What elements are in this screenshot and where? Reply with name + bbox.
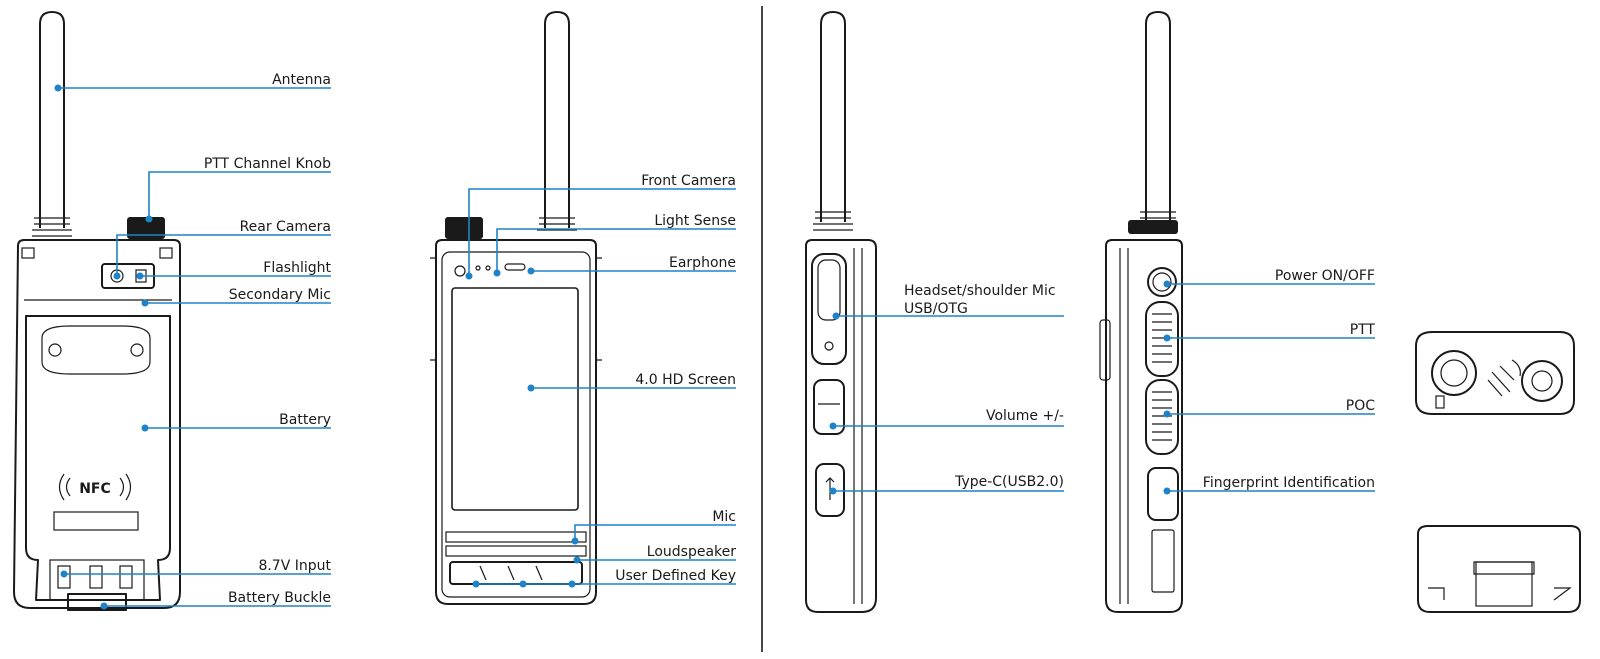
callout-loudspeaker: Loudspeaker — [573, 544, 736, 564]
label-battery: Battery — [279, 412, 331, 428]
device-back-view: NFC — [13, 11, 181, 611]
label-front-camera: Front Camera — [641, 173, 736, 189]
label-ptt: PTT — [1350, 322, 1376, 338]
label-fingerprint: Fingerprint Identification — [1203, 475, 1375, 491]
label-flashlight: Flashlight — [263, 260, 331, 276]
callout-front-camera: Front Camera — [465, 173, 736, 280]
callout-antenna: Antenna — [54, 72, 331, 92]
label-hd-screen: 4.0 HD Screen — [635, 372, 736, 388]
label-earphone: Earphone — [669, 255, 736, 271]
label-type-c: Type-C(USB2.0) — [954, 474, 1064, 490]
callout-8-7v-input: 8.7V Input — [60, 558, 332, 578]
callout-light-sense: Light Sense — [493, 213, 736, 277]
callout-secondary-mic: Secondary Mic — [141, 287, 331, 307]
label-ptt-channel-knob: PTT Channel Knob — [204, 156, 331, 172]
label-rear-camera: Rear Camera — [240, 219, 331, 235]
callout-volume: Volume +/- — [829, 408, 1064, 430]
callout-type-c: Type-C(USB2.0) — [829, 474, 1064, 495]
label-light-sense: Light Sense — [654, 213, 736, 229]
device-bottom-view — [1417, 525, 1581, 613]
callout-ptt-channel-knob: PTT Channel Knob — [145, 156, 331, 223]
label-secondary-mic: Secondary Mic — [229, 287, 331, 303]
callout-power: Power ON/OFF — [1163, 268, 1375, 288]
device-front-view — [430, 11, 602, 605]
callout-rear-camera: Rear Camera — [113, 219, 331, 280]
label-headset-mic: Headset/shoulder Mic — [904, 283, 1056, 299]
label-antenna: Antenna — [272, 72, 331, 88]
label-usb-otg: USB/OTG — [904, 301, 968, 317]
label-mic: Mic — [712, 509, 736, 525]
callout-poc: POC — [1163, 398, 1375, 418]
device-left-side — [805, 11, 877, 613]
callout-mic: Mic — [571, 509, 736, 545]
label-8-7v-input: 8.7V Input — [258, 558, 331, 574]
label-volume: Volume +/- — [986, 408, 1064, 424]
label-battery-buckle: Battery Buckle — [228, 590, 331, 606]
label-poc: POC — [1346, 398, 1375, 414]
callout-flashlight: Flashlight — [136, 260, 332, 280]
callout-user-defined-key: User Defined Key — [472, 568, 736, 588]
callout-earphone: Earphone — [527, 255, 736, 275]
label-loudspeaker: Loudspeaker — [647, 544, 736, 560]
nfc-logo: NFC — [79, 481, 111, 497]
callout-battery: Battery — [141, 412, 331, 432]
callout-hd-screen: 4.0 HD Screen — [527, 372, 736, 392]
callout-headset-usb: Headset/shoulder Mic USB/OTG — [832, 283, 1064, 320]
callout-fingerprint: Fingerprint Identification — [1163, 475, 1375, 495]
callout-battery-buckle: Battery Buckle — [100, 590, 331, 610]
device-top-view — [1415, 331, 1575, 415]
callout-ptt: PTT — [1163, 322, 1376, 342]
label-user-defined-key: User Defined Key — [615, 568, 736, 584]
device-right-side — [1099, 11, 1183, 613]
label-power: Power ON/OFF — [1275, 268, 1375, 284]
